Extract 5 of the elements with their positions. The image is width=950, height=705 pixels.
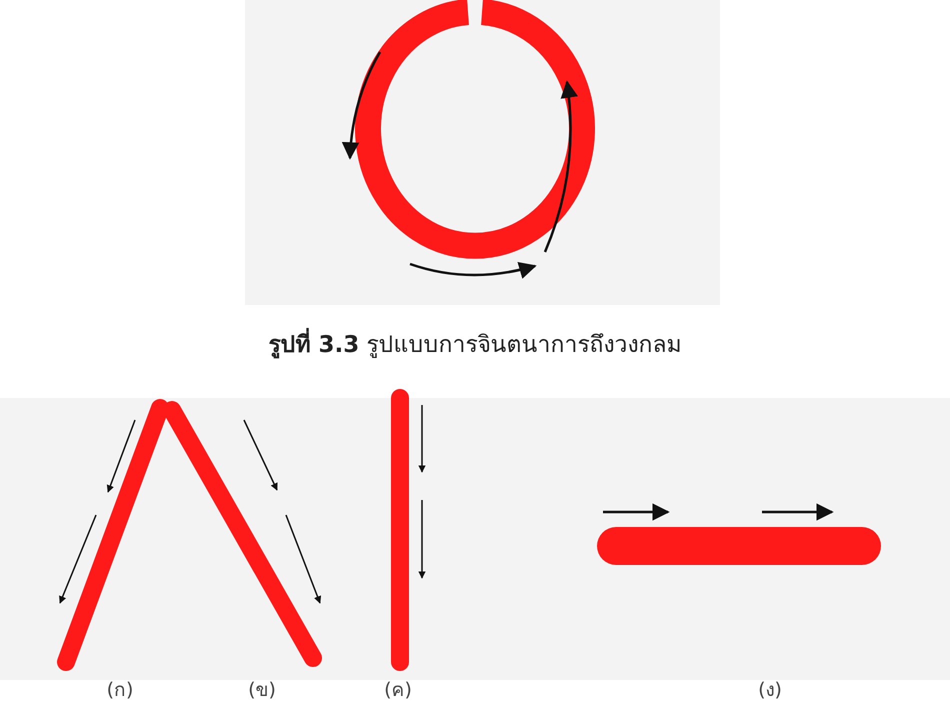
panel-label: (ง): [758, 678, 782, 703]
panel-label: (ข): [248, 678, 276, 703]
figure-caption: รูปที่ 3.3 รูปแบบการจินตนาการถึงวงกลม: [0, 326, 950, 362]
panel-label: (ค): [384, 678, 412, 703]
panel-label: (ก): [106, 678, 134, 703]
